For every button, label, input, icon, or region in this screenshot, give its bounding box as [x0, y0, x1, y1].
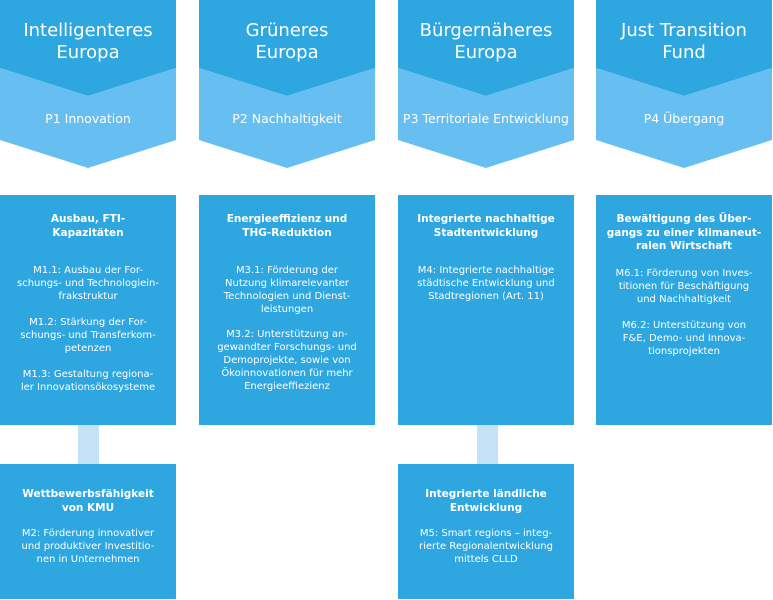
- connector: [477, 425, 498, 464]
- priority-label: P1 Innovation: [45, 111, 131, 126]
- objective-title: Ausbau, FTI- Kapazitäten: [50, 213, 126, 239]
- connector: [78, 425, 99, 464]
- objective-box-klimaneutrale-wirtschaft: Bewältigung des Über- gangs zu einer kli…: [596, 195, 772, 425]
- objective-box-energieeffizienz: Energieeffizienz und THG-Reduktion M3.1:…: [199, 195, 375, 425]
- measure-m6-2: M6.2: Unterstützung von F&E, Demo- und I…: [621, 319, 747, 357]
- pillar-intelligenteres-europa: Intelligenteres Europa P1 Innovation: [0, 0, 176, 168]
- measure-m5: M5: Smart regions – integ- rierte Region…: [418, 528, 553, 565]
- objective-box-laendliche-entwicklung: Integrierte ländliche Entwicklung M5: Sm…: [398, 464, 574, 599]
- objective-title: Integrierte ländliche Entwicklung: [425, 488, 547, 514]
- objective-title: Bewältigung des Über- gangs zu einer kli…: [606, 213, 762, 252]
- priority-label: P3 Territoriale Entwicklung: [403, 111, 569, 126]
- pillar-title: Intelligenteres Europa: [23, 20, 153, 63]
- pillar-title: Bürgernäheres Europa: [419, 20, 553, 63]
- measure-m1-2: M1.2: Stärkung der For- schungs- und Tra…: [20, 317, 156, 354]
- priority-label: P4 Übergang: [643, 111, 725, 126]
- measure-m3-2: M3.2: Unterstützung an- gewandter Forsch…: [217, 329, 357, 392]
- measure-m1-3: M1.3: Gestaltung regiona- ler Innovation…: [20, 369, 156, 393]
- objective-title: Integrierte nachhaltige Stadtentwicklung: [417, 213, 555, 239]
- pillar-title: Grüneres Europa: [245, 20, 329, 63]
- chevron-banner: [0, 0, 176, 168]
- pillar-grueneres-europa: Grüneres Europa P2 Nachhaltigkeit: [199, 0, 375, 168]
- measure-m3-1: M3.1: Förderung der Nutzung klimarelevan…: [223, 265, 351, 315]
- pillar-just-transition-fund: Just Transition Fund P4 Übergang: [596, 0, 772, 168]
- measure-m1-1: M1.1: Ausbau der For- schungs- und Techn…: [16, 265, 160, 302]
- chevron-banner: [199, 0, 375, 168]
- chevron-banner: [596, 0, 772, 168]
- measure-m2: M2: Förderung innovativer und produktive…: [21, 528, 155, 565]
- measure-m6-1: M6.1: Förderung von Inves- titionen für …: [615, 267, 753, 305]
- priority-label: P2 Nachhaltigkeit: [232, 111, 342, 126]
- objective-box-stadtentwicklung: Integrierte nachhaltige Stadtentwicklung…: [398, 195, 574, 425]
- chevron-banner: [398, 0, 574, 168]
- pillar-buergernaeheres-europa: Bürgernäheres Europa P3 Territoriale Ent…: [398, 0, 574, 168]
- measure-m4: M4: Integrierte nachhaltige städtische E…: [417, 265, 555, 302]
- objective-box-kmu: Wettbewerbsfähigkeit von KMU M2: Förderu…: [0, 464, 176, 599]
- pillar-title: Just Transition Fund: [621, 20, 747, 63]
- objective-box-fti: Ausbau, FTI- Kapazitäten M1.1: Ausbau de…: [0, 195, 176, 425]
- objective-title: Wettbewerbsfähigkeit von KMU: [22, 488, 154, 514]
- objective-title: Energieeffizienz und THG-Reduktion: [226, 213, 348, 239]
